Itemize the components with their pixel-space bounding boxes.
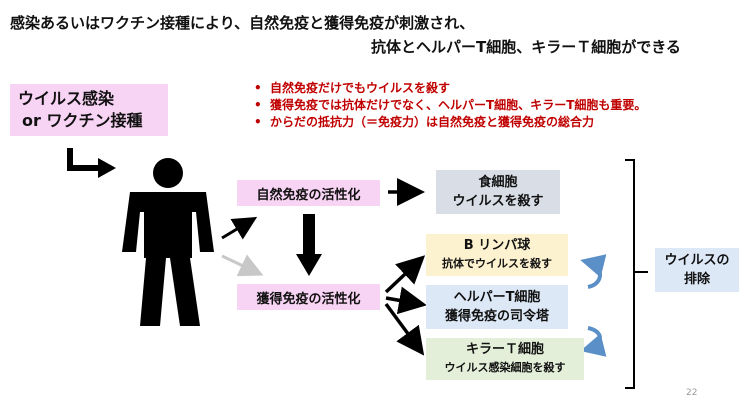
virus-elimination-line-2: 排除 (683, 272, 710, 287)
acquired-immunity-label: 獲得免疫の活性化 (256, 291, 361, 307)
helper-t-cell-box: ヘルパーT細胞 獲得免疫の司令塔 (426, 285, 568, 329)
virus-elimination-line-1: ウイルスの (664, 253, 730, 268)
title-line-2: 抗体とヘルパーT細胞、キラーＴ細胞ができる (371, 38, 681, 56)
helper-t-cell-title: ヘルパーT細胞 (453, 290, 541, 305)
title-line-1: 感染あるいはワクチン接種により、自然免疫と獲得免疫が刺激され、 (10, 14, 475, 32)
killer-t-cell-box: キラーＴ細胞 ウイルス感染細胞を殺す (426, 338, 584, 380)
arrow-to-acquired (221, 254, 264, 277)
virus-elimination-box: ウイルスの 排除 (655, 248, 739, 292)
curved-arrow-icon (580, 326, 607, 357)
phagocyte-title: 食細胞 (478, 175, 518, 190)
key-point: 自然免疫だけでもウイルスを殺す (254, 80, 646, 97)
arrow-to-bcell (384, 255, 426, 294)
b-lymphocyte-box: B リンパ球 抗体でウイルスを殺す (426, 234, 568, 276)
key-points-list: 自然免疫だけでもウイルスを殺す 獲得免疫では抗体だけでなく、ヘルパーT細胞、キラ… (254, 80, 646, 131)
trigger-box: ウイルス感染 or ワクチン接種 (10, 84, 168, 136)
innate-immunity-box: 自然免疫の活性化 (237, 180, 380, 206)
arrow-to-helper (385, 286, 427, 315)
b-lymphocyte-desc: 抗体でウイルスを殺す (442, 257, 552, 270)
arrow-to-killer (384, 302, 425, 356)
phagocyte-box: 食細胞 ウイルスを殺す (436, 170, 560, 214)
person-silhouette-icon (122, 158, 214, 326)
trigger-line-2: or ワクチン接種 (22, 111, 143, 130)
killer-t-cell-title: キラーＴ細胞 (465, 342, 544, 357)
killer-t-cell-desc: ウイルス感染細胞を殺す (444, 361, 566, 374)
phagocyte-desc: ウイルスを殺す (452, 194, 544, 209)
arrow-to-innate (221, 216, 258, 240)
bent-arrow-icon (67, 148, 116, 178)
curved-arrow-icon (580, 254, 607, 289)
key-point: からだの抵抗力（＝免疫力）は自然免疫と獲得免疫の総合力 (254, 114, 646, 131)
acquired-immunity-box: 獲得免疫の活性化 (237, 284, 380, 310)
page-number: 22 (686, 388, 698, 398)
arrow-innate-to-acquired (296, 214, 322, 276)
innate-immunity-label: 自然免疫の活性化 (256, 187, 361, 203)
bracket-icon (625, 159, 635, 389)
b-lymphocyte-title: B リンパ球 (463, 238, 531, 253)
trigger-line-1: ウイルス感染 (18, 89, 115, 108)
key-point: 獲得免疫では抗体だけでなく、ヘルパーT細胞、キラーT細胞も重要。 (254, 97, 646, 114)
helper-t-cell-desc: 獲得免疫の司令塔 (444, 309, 549, 324)
